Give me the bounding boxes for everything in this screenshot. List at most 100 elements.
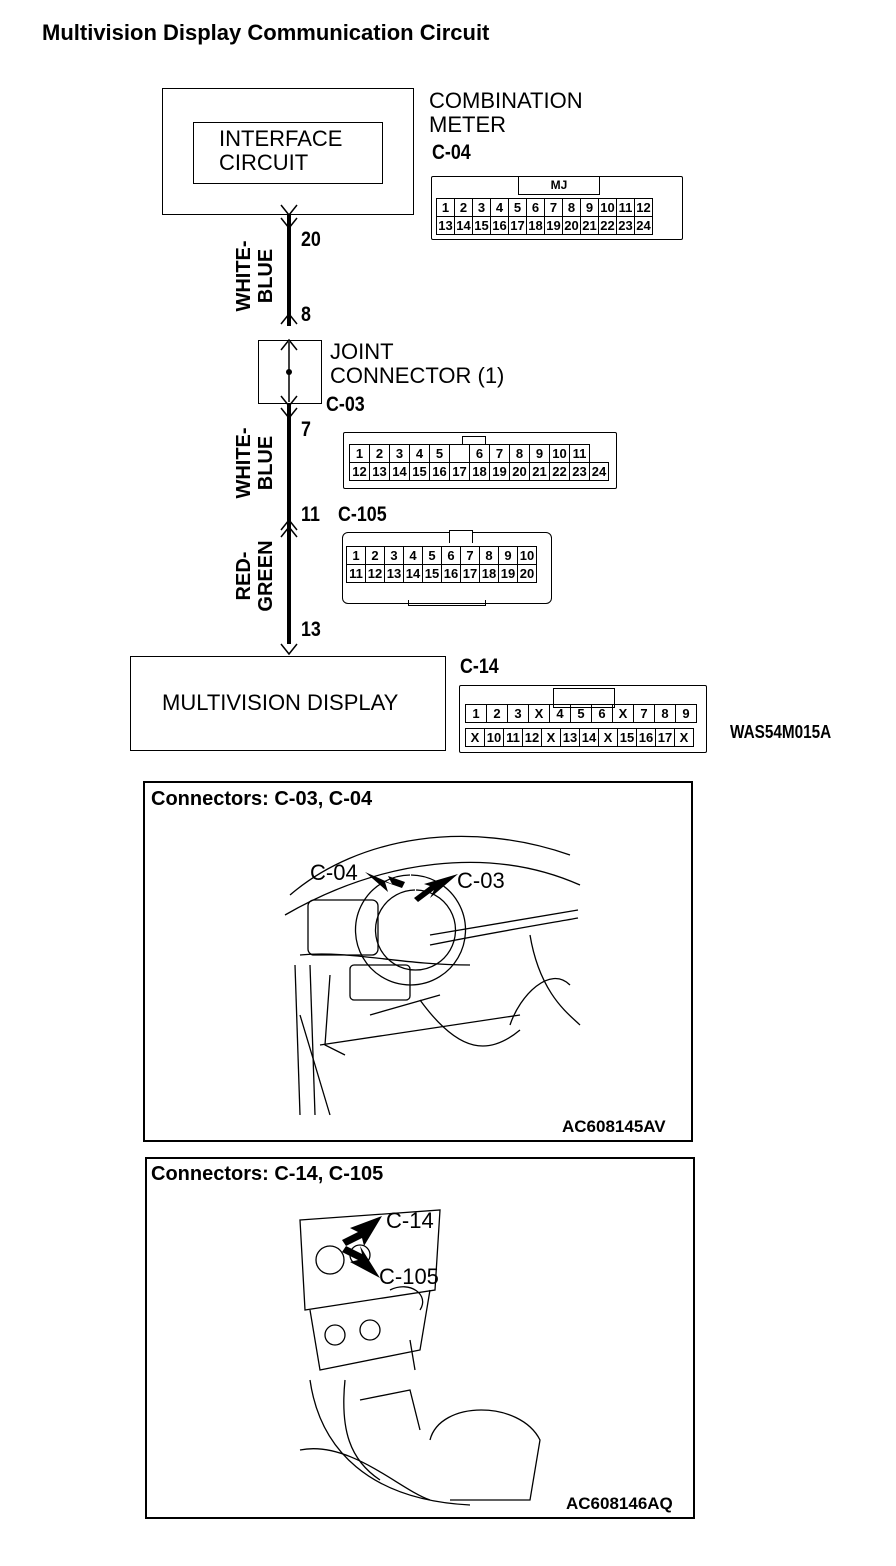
c04-pin-cell: 19 <box>544 216 563 235</box>
c03-pin-cell: 4 <box>409 444 430 463</box>
c03-pin-cell: 8 <box>509 444 530 463</box>
photo1-callout-c03: C-03 <box>457 868 505 893</box>
c14-code: C-14 <box>460 655 499 678</box>
c14-pin-cell: 7 <box>633 704 655 723</box>
c03-pin-cell: 11 <box>569 444 590 463</box>
wire2-color-2: BLUE <box>255 435 277 491</box>
wire2-color-label: WHITE- BLUE <box>233 426 277 500</box>
interface-circuit-label-2: CIRCUIT <box>219 150 309 175</box>
c03-pin-cell: 20 <box>509 462 530 481</box>
c04-pin-cell: 21 <box>580 216 599 235</box>
c04-connector-face <box>431 176 683 240</box>
wire1-color-label: WHITE- BLUE <box>233 236 277 316</box>
c04-pin-cell: 6 <box>526 198 545 217</box>
photo1-callout-c04: C-04 <box>310 860 358 885</box>
c03-pin-cell: 10 <box>549 444 570 463</box>
c04-pin-cell: 14 <box>454 216 473 235</box>
pin-20: 20 <box>301 228 321 251</box>
c105-pin-cell: 19 <box>498 564 518 583</box>
c14-pin-cell: 15 <box>617 728 637 747</box>
combination-meter-label-2: METER <box>429 112 506 137</box>
c14-pin-cell: 6 <box>591 704 613 723</box>
c03-pin-cell: 15 <box>409 462 430 481</box>
c14-pin-cell: 12 <box>522 728 542 747</box>
c03-pin-cell: 7 <box>489 444 510 463</box>
c14-pin-cell: 3 <box>507 704 529 723</box>
wire3-color-2: GREEN <box>255 540 277 612</box>
c105-pin-cell: 5 <box>422 546 442 565</box>
c03-pin-cell: 5 <box>429 444 450 463</box>
combination-meter-label-1: COMBINATION <box>429 88 583 113</box>
page-title: Multivision Display Communication Circui… <box>42 20 490 45</box>
c105-pin-cell: 10 <box>517 546 537 565</box>
c03-pin-cell: 6 <box>469 444 490 463</box>
photo2-callout-c14: C-14 <box>386 1208 434 1233</box>
c03-pin-cell: 14 <box>389 462 410 481</box>
pin-7: 7 <box>301 418 311 441</box>
c04-pin-cell: 15 <box>472 216 491 235</box>
c105-pin-cell: 12 <box>365 564 385 583</box>
c04-pin-cell: 23 <box>616 216 635 235</box>
interface-circuit-box <box>193 122 383 184</box>
c14-pin-cell: 17 <box>655 728 675 747</box>
photo1-title: Connectors: C-03, C-04 <box>151 788 373 810</box>
photo1-arrows <box>365 872 458 902</box>
c14-pin-cell: 14 <box>579 728 599 747</box>
pin-13: 13 <box>301 618 321 641</box>
c03-pin-cell: 3 <box>389 444 410 463</box>
c105-pin-cell: 4 <box>403 546 423 565</box>
photo2-frame <box>145 1157 695 1519</box>
wire1-color-1: WHITE- <box>233 240 255 312</box>
c105-pin-cell: 6 <box>441 546 461 565</box>
c03-pin-cell: 2 <box>369 444 390 463</box>
c04-pin-cell: 20 <box>562 216 581 235</box>
c04-pin-cell: 8 <box>562 198 581 217</box>
c105-pin-cell: 8 <box>479 546 499 565</box>
joint-connector-code: C-03 <box>326 393 365 416</box>
c105-pin-cell: 9 <box>498 546 518 565</box>
c14-pin-cell: 1 <box>465 704 487 723</box>
c14-pin-cell: 16 <box>636 728 656 747</box>
multivision-display-box <box>130 656 446 751</box>
c04-pin-cell: 1 <box>436 198 455 217</box>
photo2-arrows <box>342 1216 382 1278</box>
c14-pin-cell: 9 <box>675 704 697 723</box>
wire2-color-1: WHITE- <box>233 427 255 499</box>
c04-pin-cell: 18 <box>526 216 545 235</box>
c04-pin-cell: 2 <box>454 198 473 217</box>
c04-pin-cell: 13 <box>436 216 455 235</box>
c03-pin-cell: 22 <box>549 462 570 481</box>
c14-pin-cell: X <box>528 704 550 723</box>
c04-pin-cell: 24 <box>634 216 653 235</box>
c14-pin-cell: 13 <box>560 728 580 747</box>
c04-pin-cell: 12 <box>634 198 653 217</box>
c04-pin-cell: 9 <box>580 198 599 217</box>
c105-pin-cell: 11 <box>346 564 366 583</box>
c14-pin-cell: 11 <box>503 728 523 747</box>
c03-pin-cell: 1 <box>349 444 370 463</box>
combination-meter-box <box>162 88 414 215</box>
wire1-color-2: BLUE <box>255 248 277 304</box>
c105-key <box>449 530 473 543</box>
c03-pin-cell: 12 <box>349 462 370 481</box>
c105-pin-cell: 18 <box>479 564 499 583</box>
joint-connector-label-2: CONNECTOR (1) <box>330 363 505 388</box>
c105-code: C-105 <box>338 503 387 526</box>
wire3-color-label: RED- GREEN <box>233 538 277 614</box>
c04-pin-cell: 5 <box>508 198 527 217</box>
c03-pin-cell: 19 <box>489 462 510 481</box>
c14-pin-cell: 2 <box>486 704 508 723</box>
c03-pin-cell: 18 <box>469 462 490 481</box>
photo2-title: Connectors: C-14, C-105 <box>151 1163 384 1185</box>
c04-pin-cell: 3 <box>472 198 491 217</box>
c105-pin-cell: 2 <box>365 546 385 565</box>
c105-bottom-lug <box>408 600 486 606</box>
c14-connector-face <box>459 685 707 753</box>
photo1-dashboard-illustration <box>284 835 581 1116</box>
c14-pin-cell: X <box>674 728 694 747</box>
